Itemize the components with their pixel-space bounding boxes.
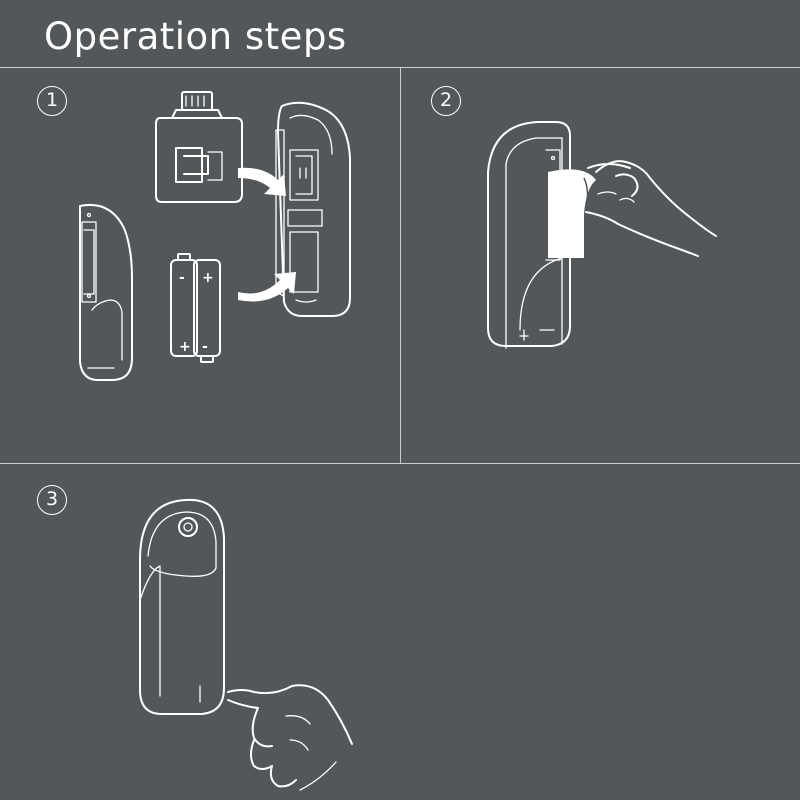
- hand-icon: [228, 685, 352, 790]
- hand-icon: [586, 161, 716, 256]
- dispenser-icon: [140, 500, 224, 714]
- battery-icon: - + + -: [171, 254, 220, 362]
- step-1-illustration: - + + -: [80, 92, 350, 380]
- battery-sign: +: [202, 270, 214, 286]
- step-3-illustration: [140, 500, 352, 790]
- soap-bottle-icon: [156, 92, 242, 202]
- battery-sign: -: [179, 270, 185, 286]
- dispenser-cover-icon: [80, 205, 132, 380]
- battery-sign: +: [179, 339, 191, 355]
- step-2-illustration: [488, 122, 716, 348]
- arrow-icon: [238, 272, 296, 302]
- sticker-icon: [548, 169, 596, 258]
- battery-sign: -: [202, 339, 208, 355]
